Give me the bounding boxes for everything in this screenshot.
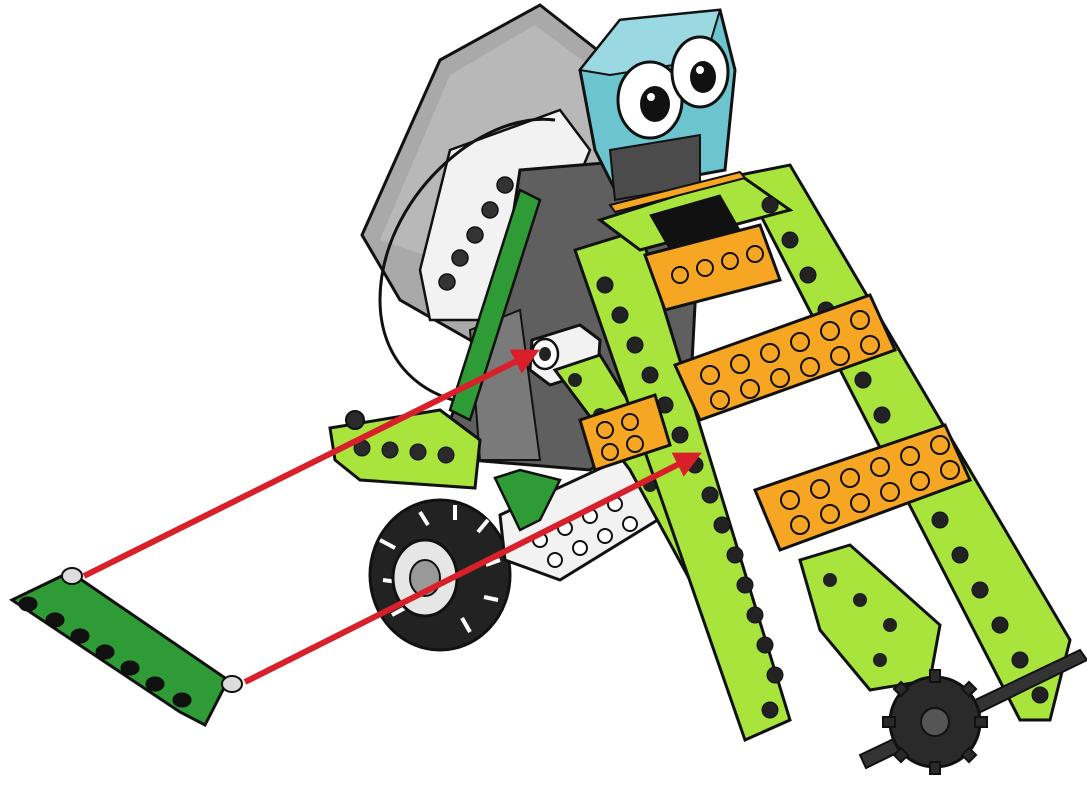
wheel-with-tire (370, 500, 510, 650)
pin-icon (62, 568, 82, 584)
eye-icon (672, 37, 728, 107)
green-beam (12, 568, 242, 725)
pin-icon (222, 676, 242, 692)
lime-lower-brace (800, 545, 940, 690)
gear-icon (883, 670, 987, 774)
lime-arm-beam (330, 410, 480, 488)
